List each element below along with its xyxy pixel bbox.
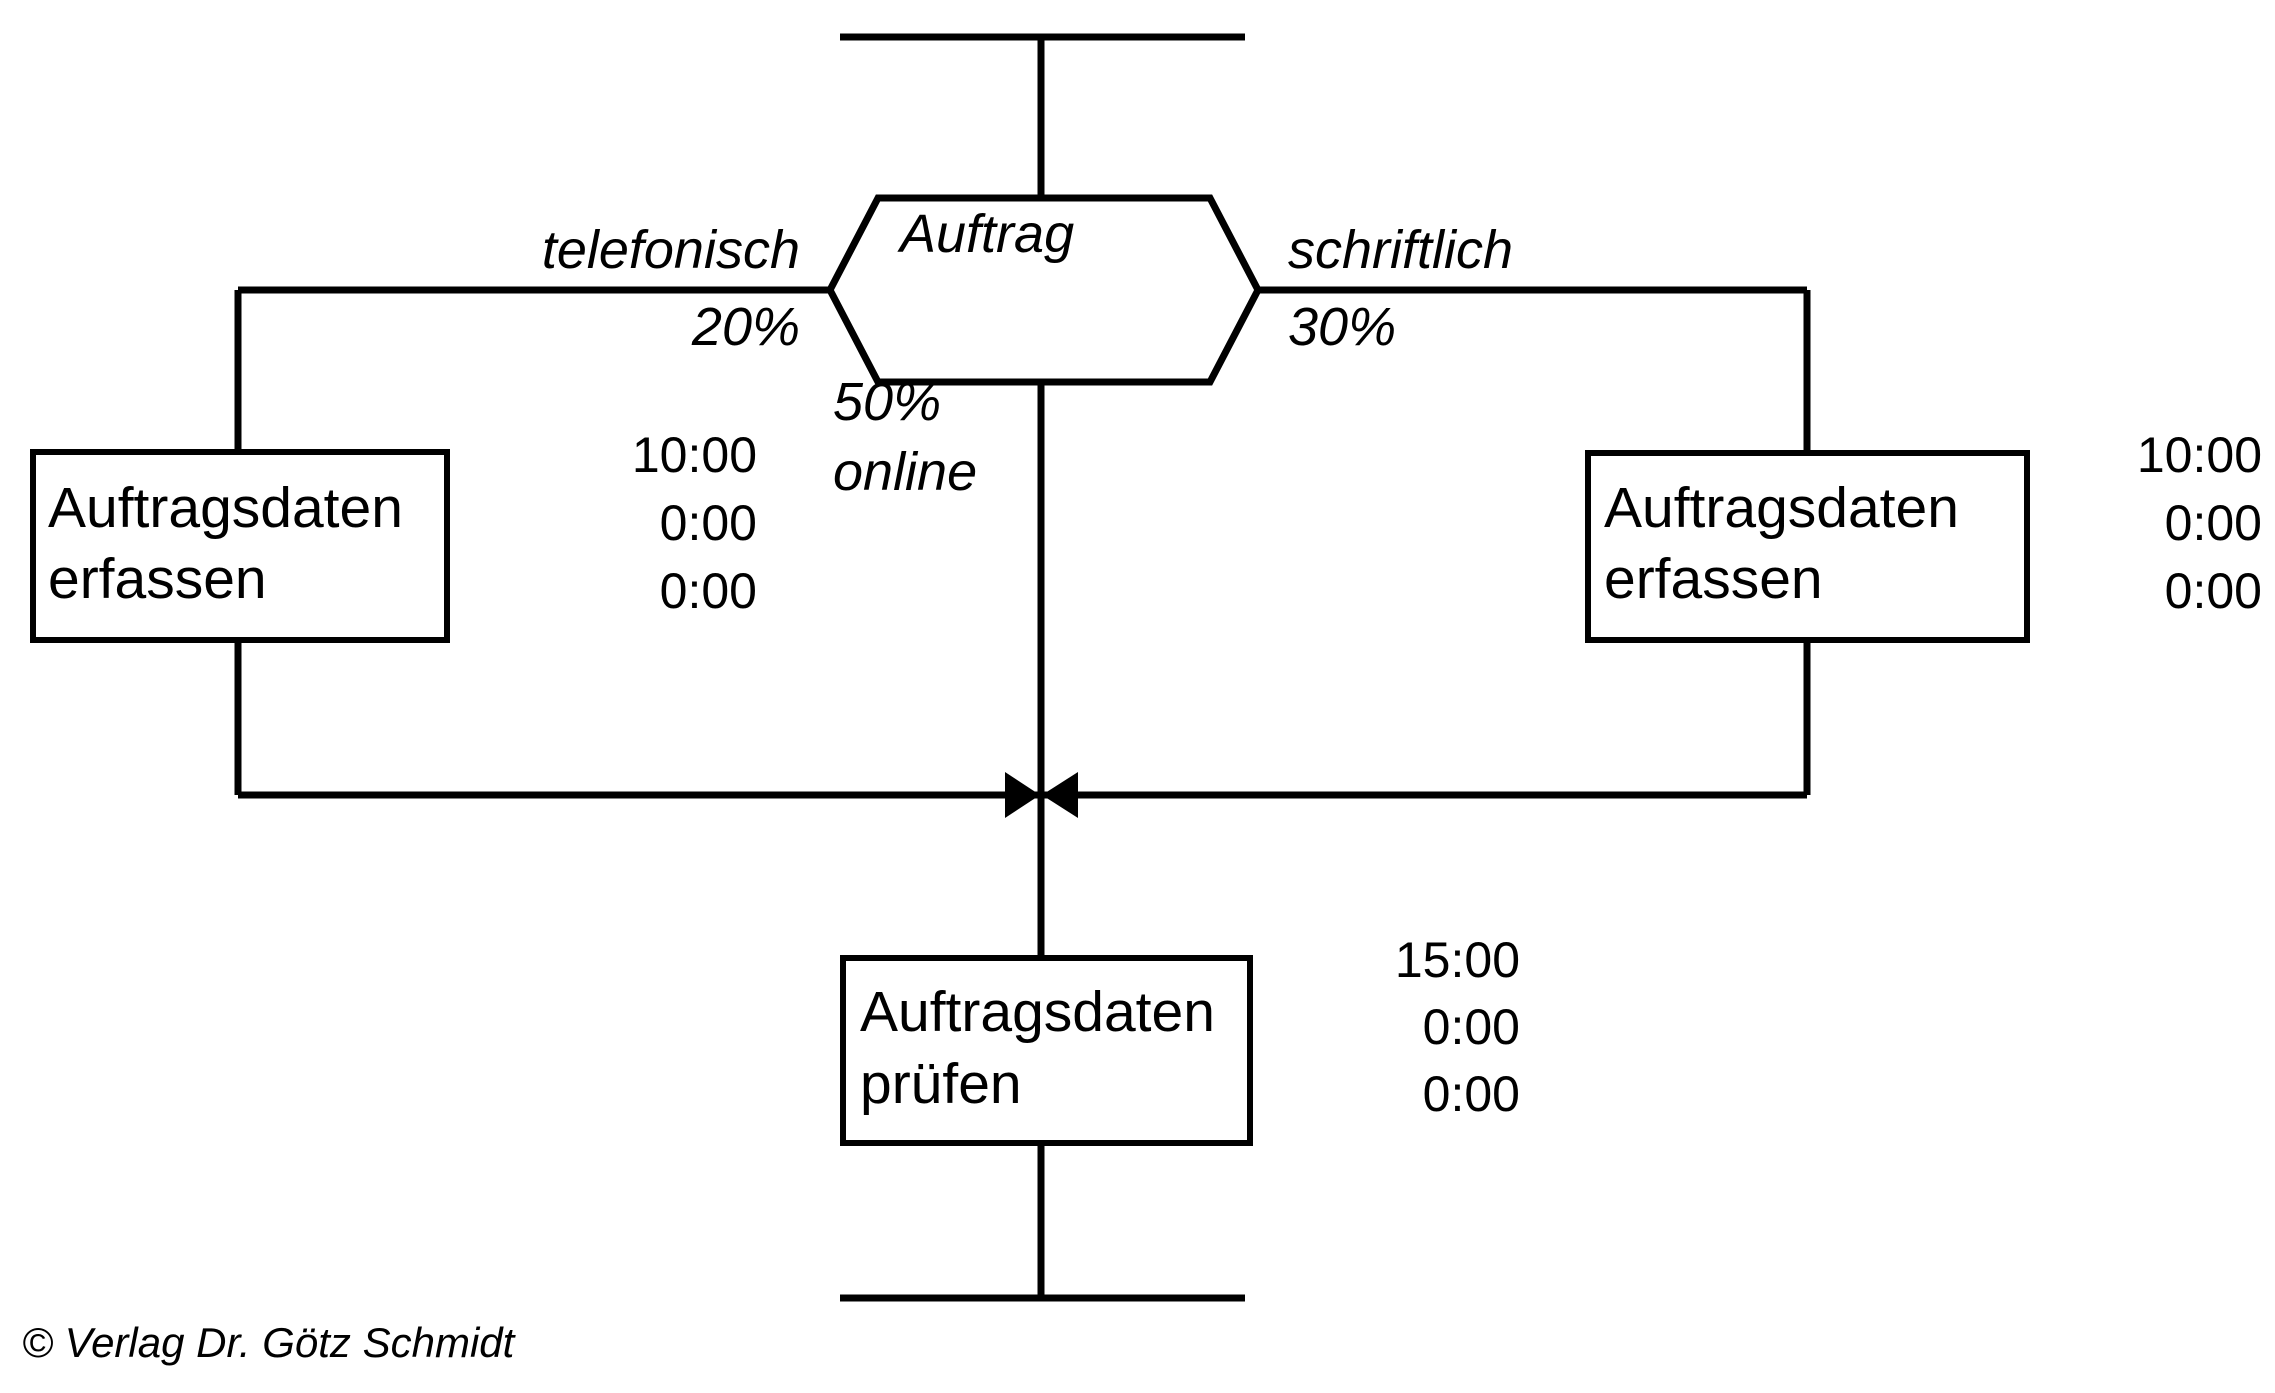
node-right-time-3: 0:00 bbox=[2165, 563, 2262, 619]
node-check-time-2: 0:00 bbox=[1423, 999, 1520, 1055]
node-left-task-line2: erfassen bbox=[48, 547, 267, 611]
branch-down-label: online bbox=[833, 442, 977, 502]
node-check-task-box[interactable] bbox=[840, 955, 1253, 1146]
node-left-task-box[interactable] bbox=[30, 449, 450, 643]
node-check-task-line2: prüfen bbox=[860, 1052, 1022, 1116]
branch-down-percent: 50% bbox=[833, 372, 941, 432]
branch-right-label: schriftlich bbox=[1288, 220, 1513, 280]
node-right-time-2: 0:00 bbox=[2165, 495, 2262, 551]
node-left-task-line1: Auftragsdaten bbox=[48, 476, 403, 540]
node-right-task-line2: erfassen bbox=[1604, 547, 1823, 611]
decision-label: Auftrag bbox=[897, 204, 1074, 264]
merge-arrow-right-icon bbox=[1042, 772, 1078, 818]
node-right-task-line1: Auftragsdaten bbox=[1604, 476, 1959, 540]
node-check-time-1: 15:00 bbox=[1395, 932, 1520, 988]
branch-left-label: telefonisch bbox=[542, 220, 800, 280]
merge-arrow-left-icon bbox=[1005, 772, 1040, 818]
copyright-notice: © Verlag Dr. Götz Schmidt bbox=[22, 1319, 517, 1366]
node-check-task-line1: Auftragsdaten bbox=[860, 980, 1215, 1044]
node-left-time-3: 0:00 bbox=[660, 563, 757, 619]
node-left-time-1: 10:00 bbox=[632, 427, 757, 483]
node-right-time-1: 10:00 bbox=[2137, 427, 2262, 483]
node-left-time-2: 0:00 bbox=[660, 495, 757, 551]
branch-left-percent: 20% bbox=[691, 297, 800, 357]
node-right-task-box[interactable] bbox=[1585, 450, 2030, 643]
node-check-time-3: 0:00 bbox=[1423, 1066, 1520, 1122]
branch-right-percent: 30% bbox=[1288, 297, 1396, 357]
